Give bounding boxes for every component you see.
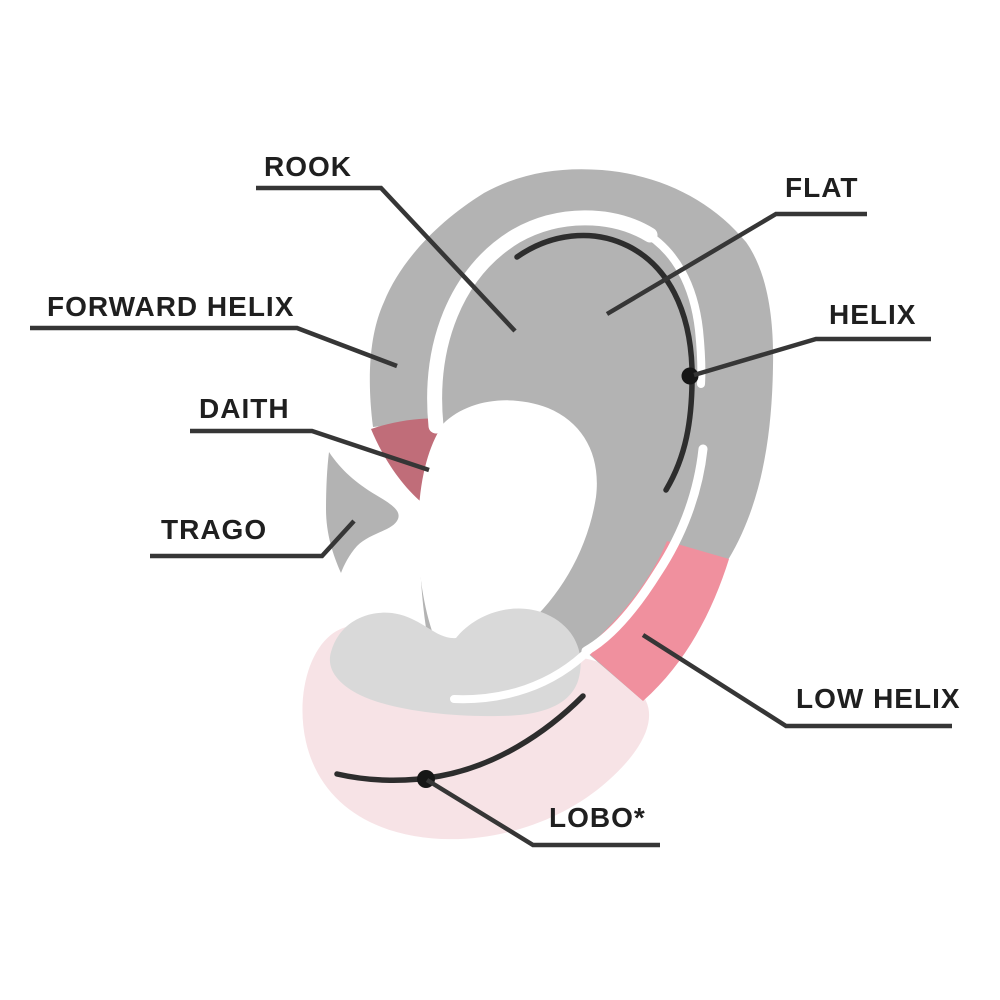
tragus-shape [326, 452, 399, 573]
helix-outline-arc [514, 232, 695, 493]
daith-label: DAITH [199, 393, 290, 424]
flat-leader-line [605, 211, 867, 316]
low-helix-region [585, 541, 729, 701]
lobe-crease-arc [334, 693, 586, 784]
helix-inner-highlight-right [638, 227, 706, 388]
low-helix-leader-line [641, 633, 952, 729]
rook-label: ROOK [264, 151, 352, 182]
daith-leader-line [190, 428, 430, 473]
helix-inner-highlight-top [427, 210, 658, 434]
lobo-label: LOBO* [549, 802, 646, 833]
lobo-leader-line [425, 778, 660, 848]
trago-label: TRAGO [161, 514, 267, 545]
rook-leader-line [256, 185, 517, 333]
helix-leader-line [693, 336, 931, 378]
antitragus-highlight [450, 645, 594, 704]
helix-label: HELIX [829, 299, 916, 330]
forward-helix-leader-line [30, 325, 398, 369]
flat-label: FLAT [785, 172, 858, 203]
trago-leader-line [150, 519, 356, 559]
forward-helix-label: FORWARD HELIX [47, 291, 294, 322]
conch-highlight [417, 400, 597, 653]
low-helix-label: LOW HELIX [796, 683, 961, 714]
helix-dot [681, 367, 699, 385]
helix-channel-highlight [581, 444, 708, 656]
